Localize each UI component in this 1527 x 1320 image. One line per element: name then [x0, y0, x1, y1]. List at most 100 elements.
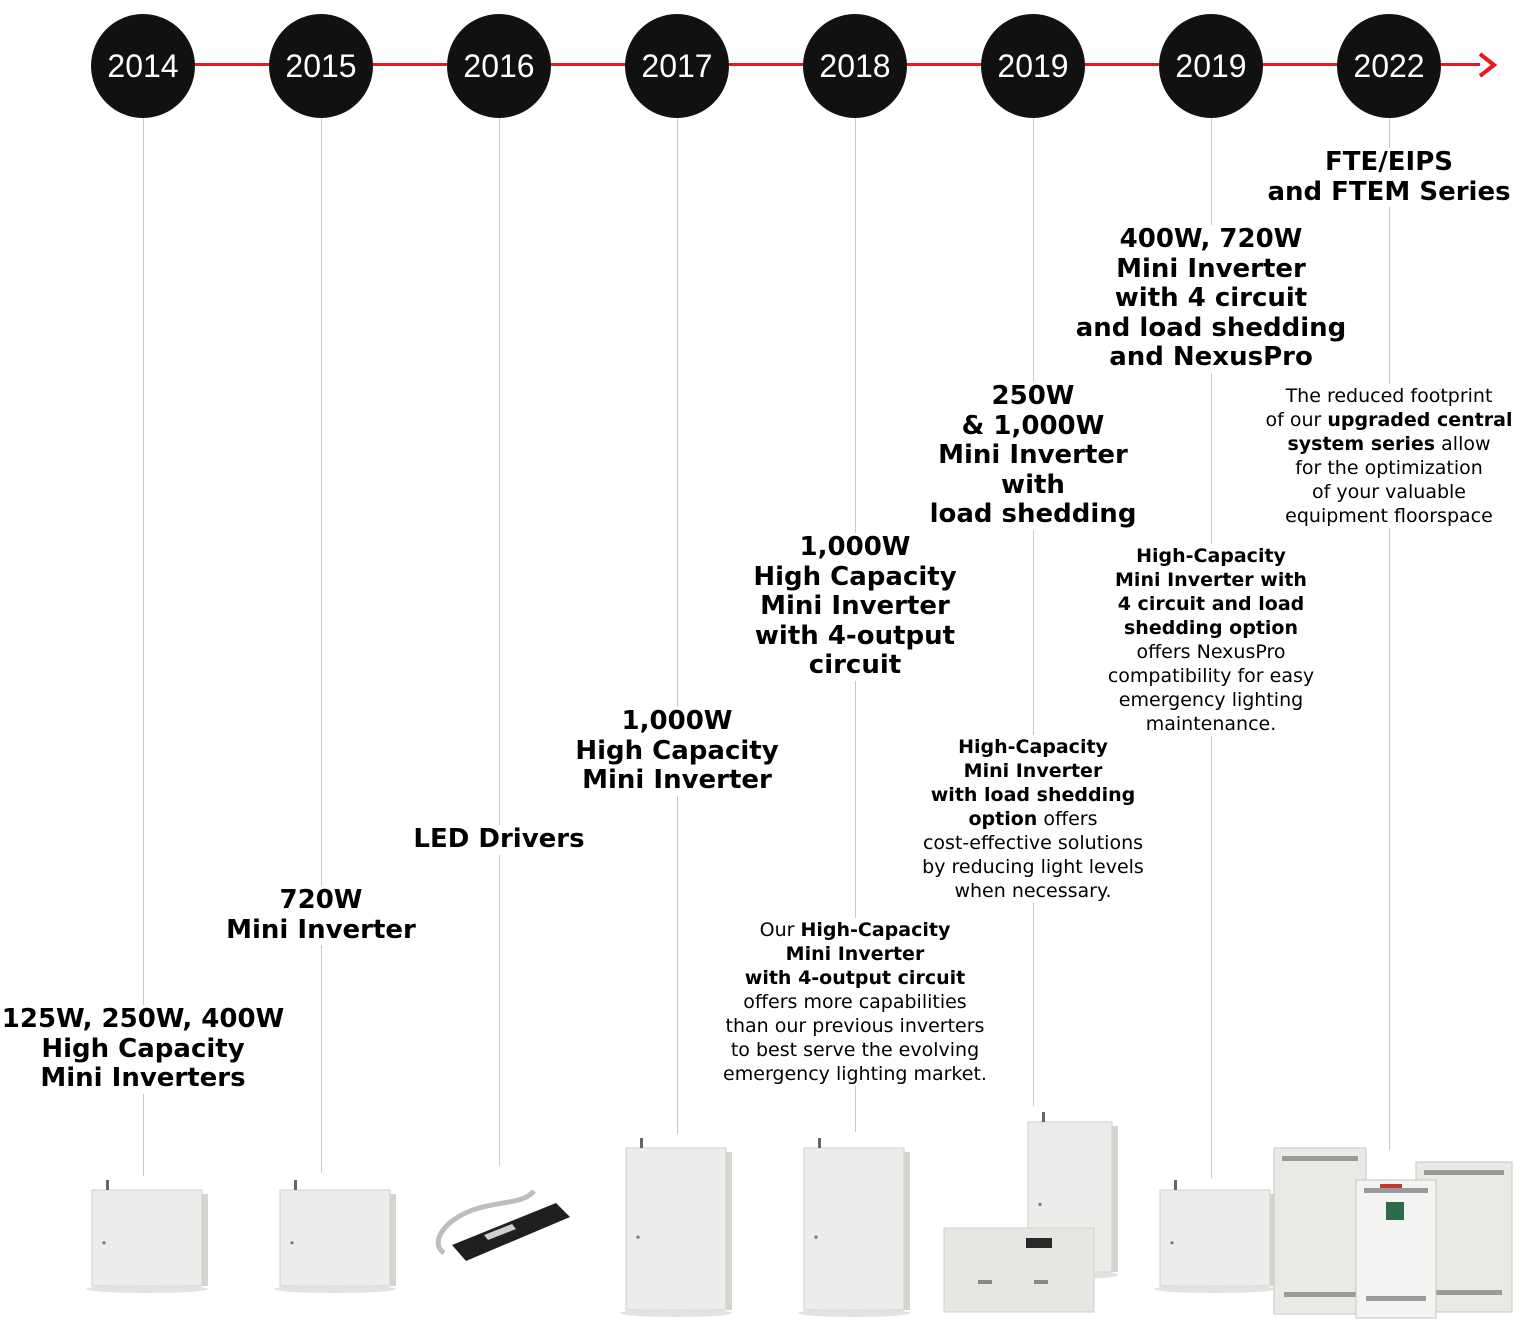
description-line: shedding option	[1108, 616, 1314, 640]
arrow-right-icon	[1478, 52, 1498, 78]
year-marker: 2018	[803, 14, 907, 118]
year-marker: 2015	[269, 14, 373, 118]
description-text: Our	[759, 919, 801, 941]
description-line: to best serve the evolving	[723, 1038, 987, 1062]
year-marker: 2022	[1337, 14, 1441, 118]
description-line: when necessary.	[922, 879, 1144, 903]
headline-line: 720W	[279, 885, 363, 915]
description-line: emergency lighting	[1108, 688, 1314, 712]
description-text: offers NexusPro	[1136, 641, 1286, 663]
description-line: Our High-Capacity	[723, 918, 987, 942]
headline-line: 1,000W	[799, 532, 911, 562]
description-line: cost-effective solutions	[922, 831, 1144, 855]
description-line: system series allow	[1266, 432, 1513, 456]
description-text: maintenance.	[1145, 713, 1277, 735]
mini-inverter-cabinet-image	[1146, 1180, 1276, 1293]
description-line: offers NexusPro	[1108, 640, 1314, 664]
description-emphasis: Mini Inverter	[963, 760, 1103, 782]
description-emphasis: with load shedding	[930, 784, 1136, 806]
description-text: of your valuable	[1312, 481, 1466, 503]
headline-line: Mini Inverter	[1116, 253, 1306, 284]
headline-line: and FTEM Series	[1267, 176, 1511, 207]
description-text: emergency lighting	[1118, 689, 1304, 711]
description-text: of our	[1265, 409, 1328, 431]
description-emphasis: Mini Inverter with	[1115, 569, 1307, 591]
headline-line: Mini Inverter	[582, 765, 772, 795]
description-text: than our previous inverters	[725, 1015, 985, 1037]
description-line: with 4-output circuit	[723, 966, 987, 990]
description-text: offers	[1037, 808, 1098, 830]
description-line: 4 circuit and load	[1108, 592, 1314, 616]
description-line: by reducing light levels	[922, 855, 1144, 879]
headline-line: 250W	[991, 381, 1075, 411]
description-line: compatibility for easy	[1108, 664, 1314, 688]
headline-line: High Capacity	[575, 735, 779, 766]
description-emphasis: system series	[1287, 433, 1436, 455]
description-emphasis: High-Capacity	[1136, 545, 1286, 567]
description-line: Mini Inverter	[723, 942, 987, 966]
description-emphasis: shedding option	[1123, 617, 1299, 639]
headline-line: Mini Inverter	[938, 440, 1128, 470]
description-line: with load shedding	[922, 783, 1144, 807]
description-text: emergency lighting market.	[723, 1063, 987, 1085]
description-text: equipment floorspace	[1285, 505, 1493, 527]
description-line: High-Capacity	[1108, 544, 1314, 568]
mini-inverter-cabinet-image	[78, 1180, 208, 1293]
headline-line: and NexusPro	[1109, 342, 1313, 372]
headline-line: circuit	[808, 650, 902, 680]
description-line: offers more capabilities	[723, 990, 987, 1014]
year-marker: 2019	[981, 14, 1085, 118]
description-line: emergency lighting market.	[723, 1062, 987, 1086]
headline-line: LED Drivers	[413, 824, 585, 854]
headline-line: High Capacity	[753, 561, 957, 592]
description-text: cost-effective solutions	[922, 832, 1144, 854]
headline-line: Mini Inverter	[760, 591, 950, 621]
mini-inverter-cabinet-image	[266, 1180, 396, 1293]
description-line: than our previous inverters	[723, 1014, 987, 1038]
headline-line: High Capacity	[41, 1033, 245, 1064]
headline-line: Mini Inverters	[40, 1063, 246, 1093]
description-line: of your valuable	[1266, 480, 1513, 504]
headline-line: 125W, 250W, 400W	[1, 1004, 285, 1034]
description-text: for the optimization	[1295, 457, 1483, 479]
description-text: offers more capabilities	[743, 991, 967, 1013]
description-line: The reduced footprint	[1266, 384, 1513, 408]
headline-line: 400W, 720W	[1119, 224, 1303, 254]
led-driver-image	[424, 1183, 574, 1273]
headline-line: with	[1001, 469, 1065, 500]
timeline-stem	[499, 118, 500, 1166]
description-emphasis: Mini Inverter	[785, 943, 925, 965]
description-line: equipment floorspace	[1266, 504, 1513, 528]
description-text: to best serve the evolving	[730, 1039, 980, 1061]
description-text: compatibility for easy	[1107, 665, 1315, 687]
inverter-pair-image	[938, 1110, 1128, 1320]
headline-line: with 4-output	[754, 620, 956, 651]
timeline-stem	[1389, 118, 1390, 1150]
headline-line: Mini Inverter	[226, 914, 416, 945]
description-line: High-Capacity	[922, 735, 1144, 759]
headline-line: FTE/EIPS	[1325, 147, 1453, 177]
timeline-stem	[677, 118, 678, 1134]
tall-inverter-cabinet-image	[796, 1136, 916, 1317]
description-emphasis: with 4-output circuit	[744, 967, 966, 989]
year-marker: 2014	[91, 14, 195, 118]
description-line: option offers	[922, 807, 1144, 831]
headline-line: and load shedding	[1075, 312, 1347, 343]
description-line: for the optimization	[1266, 456, 1513, 480]
timeline-stem	[1033, 118, 1034, 1106]
description-emphasis: option	[968, 808, 1038, 830]
timeline-stem	[321, 118, 322, 1173]
headline-line: & 1,000W	[961, 410, 1105, 441]
description-line: maintenance.	[1108, 712, 1314, 736]
description-line: Mini Inverter with	[1108, 568, 1314, 592]
tall-inverter-cabinet-image	[618, 1136, 738, 1317]
year-marker: 2019	[1159, 14, 1263, 118]
